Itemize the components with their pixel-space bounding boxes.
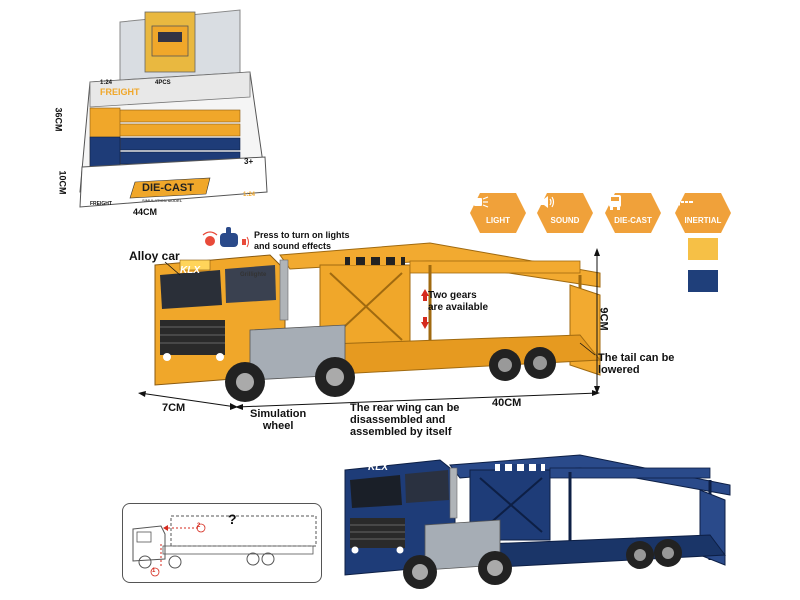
annotation-tail: The tail can be lowered (598, 352, 675, 376)
feature-badge-sound: SOUND (537, 193, 593, 233)
box-scale-label: 1:24 (100, 80, 113, 86)
gear-diagram-graphic (132, 515, 317, 577)
diagram-question-mark: ? (228, 511, 237, 527)
annotation-two-gears: Two gears are available (428, 290, 489, 313)
press-hand-icon (202, 227, 249, 248)
box-scale-side: 1:24 (243, 192, 256, 198)
annotation-alloy-car: Alloy car (129, 249, 180, 263)
gear-diagram-panel (122, 503, 322, 583)
feature-badge-diecast: DIE-CAST (605, 193, 661, 233)
yellow-truck-door-text: Grillighte (240, 272, 267, 278)
diagram-marker-2: 2 (197, 523, 201, 529)
box-pcs-label: 4PCS (155, 80, 171, 86)
box-diecast-label: DIE-CAST (142, 182, 194, 194)
inertial-arrow-icon (676, 198, 693, 206)
annotation-press-hint: Press to turn on lights and sound effect… (254, 230, 350, 251)
box-brand-label: FREIGHT (100, 87, 140, 97)
annotation-length-dim: 40CM (492, 397, 522, 409)
blue-truck-logo: KLX (368, 462, 388, 473)
sound-icon (540, 196, 555, 208)
annotation-wheel: Simulation wheel (250, 408, 307, 432)
feature-label-light: LIGHT (486, 216, 510, 225)
yellow-truck-illustration (154, 242, 601, 402)
annotation-rear-wing: The rear wing can be disassembled and as… (350, 402, 460, 438)
light-icon (474, 196, 489, 208)
yellow-truck-logo: KLX (180, 265, 200, 276)
box-width-dim: 44CM (133, 207, 158, 217)
blue-truck-illustration (344, 454, 731, 589)
display-box-illustration: FREIGHT 1:24 4PCS DIE-CAST SIMULATION MO… (54, 2, 280, 212)
feature-label-sound: SOUND (550, 216, 580, 225)
color-swatch-yellow[interactable] (688, 238, 718, 260)
annotation-height-dim: 9CM (597, 307, 610, 331)
box-diecast-sub: SIMULATION MODEL (142, 198, 183, 203)
annotation-cab-dim: 7CM (162, 402, 186, 414)
display-box-graphic (79, 9, 268, 208)
feature-badge-light: LIGHT (470, 193, 526, 233)
truck-icon (609, 195, 621, 210)
feature-label-inertial: INERTIAL (684, 216, 722, 225)
feature-badge-inertial: INERTIAL (675, 193, 731, 233)
diagram-marker-1: 1 (152, 568, 156, 574)
color-swatch-blue[interactable] (688, 270, 718, 292)
feature-label-diecast: DIE-CAST (614, 216, 652, 225)
box-age-label: 3+ (244, 157, 254, 166)
box-freight-small: FREIGHT (90, 201, 112, 207)
